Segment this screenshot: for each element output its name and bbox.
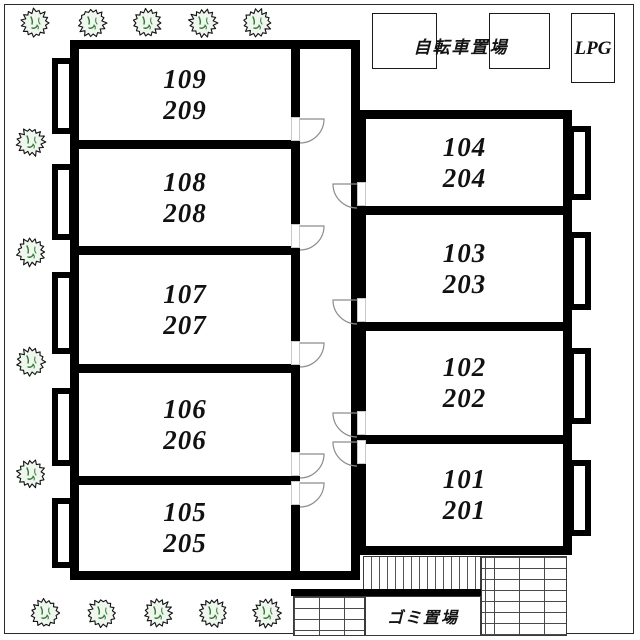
room-107-207[interactable]: 107 207 [79, 255, 291, 364]
tree-icon [28, 596, 62, 630]
room-101-201[interactable]: 101 201 [366, 444, 563, 546]
balcony-102 [569, 348, 591, 424]
door-104[interactable] [330, 182, 366, 216]
right-building-wall-bottom [357, 546, 572, 555]
tree-icon [130, 6, 164, 40]
right-partition-1 [357, 206, 572, 215]
room-label-floor2: 208 [163, 197, 207, 228]
room-label-floor1: 109 [163, 63, 207, 94]
tree-icon [141, 596, 175, 630]
right-building-wall-top [357, 110, 572, 119]
left-building-wall-left [70, 40, 79, 580]
room-label-floor2: 206 [163, 424, 207, 455]
left-corridor-outer-wall [351, 40, 360, 580]
tree-icon [240, 6, 274, 40]
door-108[interactable] [291, 224, 327, 258]
lpg-label: LPG [574, 38, 612, 59]
balcony-101 [569, 460, 591, 536]
door-102[interactable] [330, 411, 366, 445]
left-building-wall-right [291, 40, 300, 580]
tree-icon [14, 235, 48, 269]
tree-icon [75, 6, 109, 40]
room-label-floor1: 102 [442, 352, 487, 382]
room-label-floor2: 207 [163, 309, 207, 340]
left-building-wall-top [70, 40, 300, 49]
room-label-floor2: 203 [442, 268, 487, 299]
tree-icon [14, 345, 48, 379]
room-label-floor2: 202 [442, 383, 487, 413]
room-108-208[interactable]: 108 208 [79, 149, 291, 246]
balcony-107 [52, 272, 74, 354]
tree-icon [14, 125, 48, 159]
room-109-209[interactable]: 109 209 [79, 49, 291, 140]
door-101[interactable] [330, 440, 366, 474]
right-building-wall-right [563, 110, 572, 555]
bicycle-parking-box-left[interactable] [372, 13, 437, 69]
balcony-108 [52, 164, 74, 240]
room-label-floor1: 104 [442, 131, 487, 162]
room-label-floor1: 107 [163, 278, 207, 309]
balcony-109 [52, 58, 74, 134]
room-label-floor1: 101 [442, 464, 487, 494]
left-corridor-bottom-cap [291, 571, 360, 580]
left-partition-3 [70, 364, 300, 373]
room-label-floor1: 103 [442, 237, 487, 268]
room-103-203[interactable]: 103 203 [366, 215, 563, 322]
tree-icon [250, 596, 284, 630]
right-partition-2 [357, 322, 572, 331]
room-105-205[interactable]: 105 205 [79, 485, 291, 571]
room-label-floor2: 209 [163, 94, 207, 125]
door-106[interactable] [291, 452, 327, 486]
tree-icon [14, 457, 48, 491]
tree-icon [18, 6, 52, 40]
left-partition-1 [70, 140, 300, 149]
room-label-floor2: 205 [163, 528, 207, 558]
left-partition-2 [70, 246, 300, 255]
room-label-floor1: 106 [163, 393, 207, 424]
lpg-box[interactable] [571, 13, 615, 83]
left-building-wall-bottom [70, 571, 300, 580]
right-building-wall-left [357, 110, 366, 555]
door-109[interactable] [291, 117, 327, 151]
room-106-206[interactable]: 106 206 [79, 373, 291, 476]
balcony-105 [52, 498, 74, 568]
balcony-104 [569, 126, 591, 200]
bicycle-parking-box-right[interactable] [489, 13, 550, 69]
garbage-brick-left [293, 596, 365, 636]
tree-icon [85, 596, 119, 630]
room-label-floor2: 201 [442, 495, 487, 525]
balcony-106 [52, 388, 74, 466]
garbage-area-edge-wall [291, 589, 481, 596]
garbage-label: ゴミ置場 [386, 608, 459, 627]
room-102-202[interactable]: 102 202 [366, 331, 563, 435]
tree-icon [186, 6, 220, 40]
door-103[interactable] [330, 298, 366, 332]
door-107[interactable] [291, 341, 327, 375]
balcony-103 [569, 232, 591, 310]
room-104-204[interactable]: 104 204 [366, 119, 563, 206]
left-partition-4 [70, 476, 300, 485]
room-label-floor2: 204 [442, 162, 487, 193]
garbage-brick-right [481, 556, 567, 636]
bicycle-parking-label: 自転車置場 [413, 38, 509, 58]
right-partition-3 [357, 435, 572, 444]
room-label-floor1: 108 [163, 166, 207, 197]
door-105[interactable] [291, 481, 327, 515]
garbage-area-box[interactable]: ゴミ置場 [365, 596, 481, 636]
room-label-floor1: 105 [163, 497, 207, 527]
tree-icon [196, 596, 230, 630]
left-corridor-top-cap [291, 40, 360, 49]
